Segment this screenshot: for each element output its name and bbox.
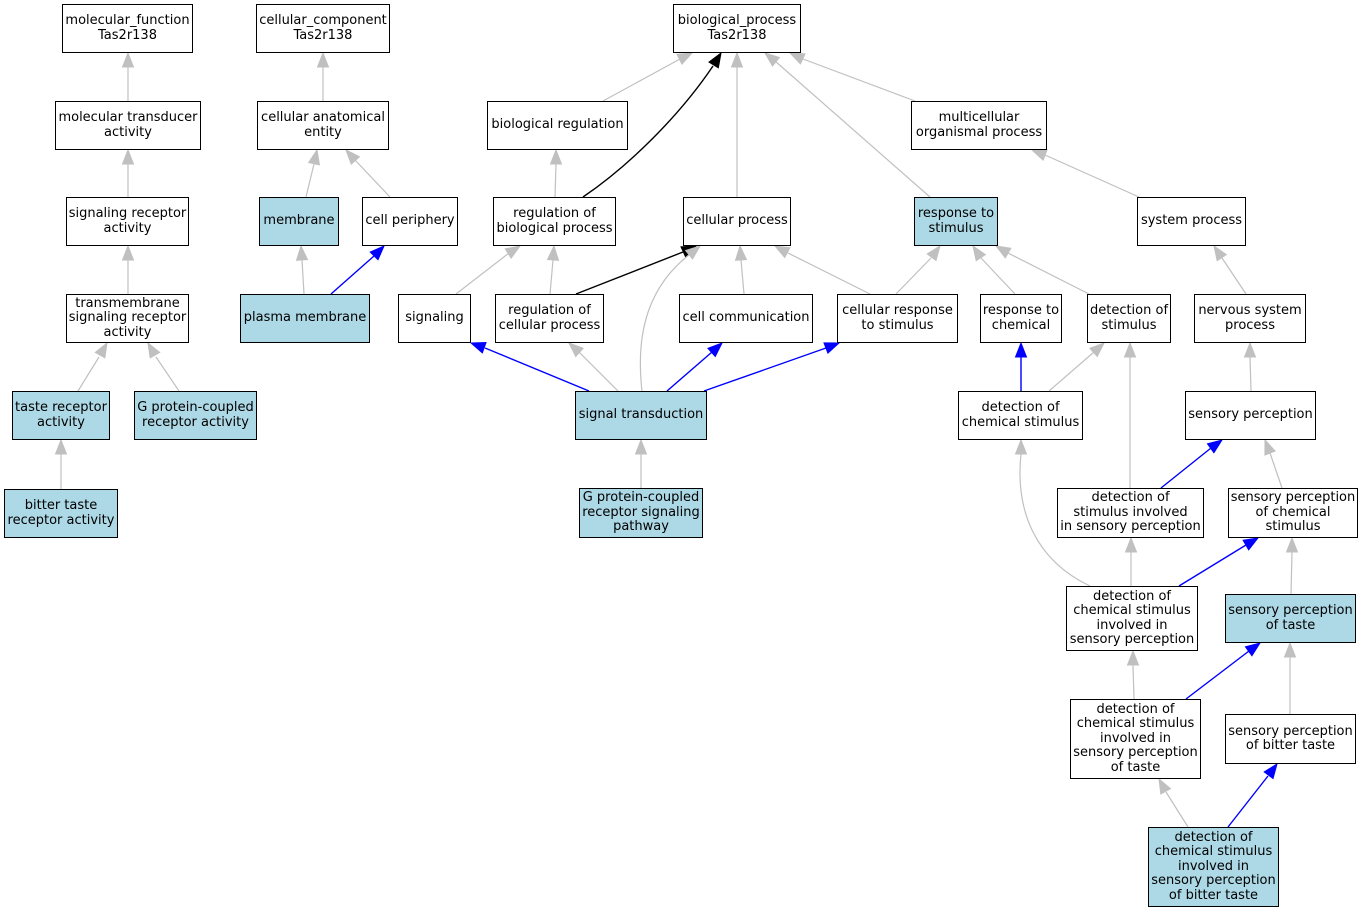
node-taste-receptor-activity[interactable]: taste receptor activity [12, 391, 110, 440]
node-detection-of-chemical-stimulus[interactable]: detection of chemical stimulus [958, 391, 1083, 440]
node-detection-of-stimulus[interactable]: detection of stimulus [1087, 294, 1171, 343]
edge-dcs-rtc [1014, 341, 1028, 391]
edge-cellp-bp [730, 51, 744, 197]
node-biological-process[interactable]: biological_process Tas2r138 [673, 4, 801, 53]
edge-tra-tsra [77, 341, 108, 392]
node-signal-transduction[interactable]: signal transduction [575, 391, 707, 440]
edge-st-ccomm [666, 342, 724, 392]
node-signaling[interactable]: signaling [398, 294, 471, 343]
edge-sp-nsp [1243, 341, 1257, 392]
node-molecular-function[interactable]: molecular_function Tas2r138 [62, 4, 193, 53]
edge-dcs-dos [1048, 342, 1106, 392]
edge-rbp-bp [582, 51, 722, 198]
edge-breg-bp [602, 52, 694, 102]
edge-spcs-sp [1264, 438, 1283, 489]
edge-dcsisp-spcs [1178, 537, 1260, 587]
edge-dcsispt-dcsisp [1126, 649, 1140, 700]
edge-rtc-rts [972, 244, 1016, 295]
node-system-process[interactable]: system process [1137, 197, 1246, 246]
node-membrane[interactable]: membrane [259, 197, 339, 246]
edge-mop-bp [788, 52, 916, 102]
node-regulation-of-biological-process[interactable]: regulation of biological process [493, 197, 616, 246]
node-detection-of-stimulus-involved-in-sensory-perception[interactable]: detection of stimulus involved in sensor… [1057, 488, 1204, 538]
edge-rcp-rbp [546, 244, 560, 295]
edge-sysp-mop [1030, 149, 1140, 198]
edge-pm-cp [330, 245, 385, 295]
edge-cp-cae [345, 148, 391, 198]
node-cellular-response-to-stimulus[interactable]: cellular response to stimulus [837, 294, 958, 343]
edge-sig-rbp [455, 245, 522, 295]
edge-spbt-spt [1283, 641, 1297, 714]
edge-gpcrsp-st [634, 438, 648, 488]
node-g-protein-coupled-receptor-signaling-pathway[interactable]: G protein-coupled receptor signaling pat… [579, 488, 703, 538]
node-regulation-of-cellular-process[interactable]: regulation of cellular process [495, 294, 604, 343]
node-response-to-stimulus[interactable]: response to stimulus [914, 197, 998, 246]
node-molecular-transducer-activity[interactable]: molecular transducer activity [55, 101, 201, 150]
node-transmembrane-signaling-receptor-activity[interactable]: transmembrane signaling receptor activit… [66, 294, 189, 343]
edge-dsisp-dos [1123, 341, 1137, 488]
node-response-to-chemical[interactable]: response to chemical [980, 294, 1062, 343]
edge-dcsispbt-spbt [1227, 762, 1278, 828]
node-multicellular-organismal-process[interactable]: multicellular organismal process [911, 101, 1047, 150]
node-cell-periphery[interactable]: cell periphery [362, 197, 458, 246]
edge-crs-cellp [773, 245, 871, 295]
node-cellular-anatomical-entity[interactable]: cellular anatomical entity [257, 101, 389, 150]
edge-btra-tra [54, 438, 68, 489]
node-sensory-perception-of-chemical-stimulus[interactable]: sensory perception of chemical stimulus [1228, 488, 1358, 538]
edge-tsra-sra [121, 244, 135, 294]
node-detection-of-chemical-stimulus-involved-in-sensory-perception[interactable]: detection of chemical stimulus involved … [1066, 586, 1198, 651]
node-detection-of-chemical-stimulus-involved-in-sensory-perception-of-taste[interactable]: detection of chemical stimulus involved … [1070, 699, 1201, 779]
node-g-protein-coupled-receptor-activity[interactable]: G protein-coupled receptor activity [134, 391, 257, 440]
edge-dsisp-sp [1160, 439, 1224, 489]
edge-dcsisp-dcs [1014, 438, 1091, 587]
edge-spt-spcs [1285, 536, 1299, 595]
edge-rts-bp [763, 52, 931, 198]
node-cellular-process[interactable]: cellular process [683, 197, 791, 246]
edge-st-cellp [639, 245, 702, 392]
edge-st-rcp [567, 342, 619, 392]
node-sensory-perception[interactable]: sensory perception [1185, 391, 1316, 440]
edge-sra-mta [121, 148, 135, 197]
edge-dos-rts [994, 245, 1090, 295]
edge-mem-cae [305, 148, 321, 198]
node-sensory-perception-of-taste[interactable]: sensory perception of taste [1225, 594, 1356, 643]
node-cell-communication[interactable]: cell communication [679, 294, 813, 343]
edge-st-sig [469, 342, 590, 392]
node-nervous-system-process[interactable]: nervous system process [1194, 294, 1306, 343]
node-sensory-perception-of-bitter-taste[interactable]: sensory perception of bitter taste [1225, 714, 1356, 764]
edge-dcsispbt-dcsispt [1158, 777, 1189, 828]
node-biological-regulation[interactable]: biological regulation [487, 101, 628, 150]
node-bitter-taste-receptor-activity[interactable]: bitter taste receptor activity [4, 489, 118, 538]
edge-rbp-breg [549, 148, 563, 198]
edge-mta-mf [121, 51, 135, 101]
edge-crs-rts [895, 244, 941, 295]
edge-cae-cc [316, 51, 330, 101]
edge-dcsispt-spt [1185, 642, 1262, 700]
edge-st-crs [703, 342, 841, 392]
node-cellular-component[interactable]: cellular_component Tas2r138 [256, 4, 390, 53]
node-detection-of-chemical-stimulus-involved-in-sensory-perception-of-bitter-taste[interactable]: detection of chemical stimulus involved … [1148, 827, 1279, 907]
edge-pm-mem [295, 244, 309, 295]
node-signaling-receptor-activity[interactable]: signaling receptor activity [66, 197, 189, 246]
edge-gpcra-tsra [147, 341, 180, 392]
edge-rcp-cellp [575, 245, 698, 295]
edge-nsp-sysp [1213, 244, 1247, 295]
edge-ccomm-cellp [734, 244, 748, 295]
node-plasma-membrane[interactable]: plasma membrane [240, 294, 370, 343]
edge-dcsisp-dsisp [1124, 536, 1138, 586]
